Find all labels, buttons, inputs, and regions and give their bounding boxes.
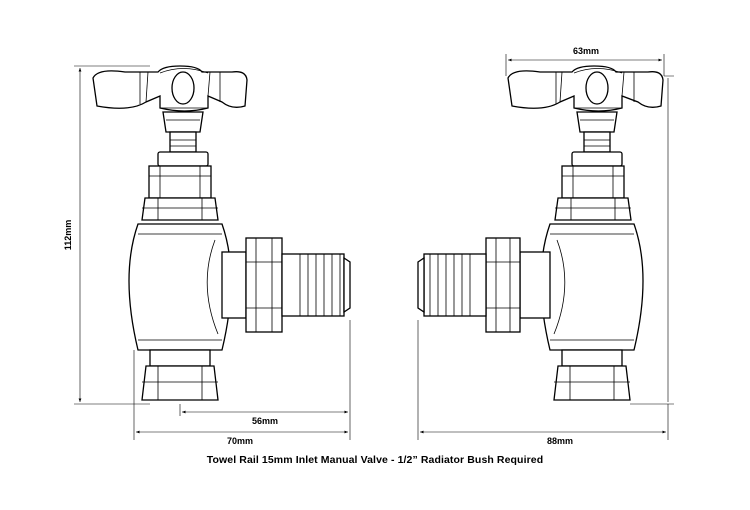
dimension-right-total-width: 88mm: [417, 320, 669, 446]
label-left-inner-width: 56mm: [252, 416, 278, 426]
label-right-total-width: 88mm: [547, 436, 573, 446]
left-valve-handle: [92, 65, 248, 112]
dimension-left-total-width: 70mm: [133, 350, 348, 446]
dimension-left-inner-width: 56mm: [179, 320, 351, 440]
right-valve-handle: [507, 65, 664, 112]
dimension-right-height-extension: [630, 75, 674, 405]
label-right-top-width: 63mm: [573, 46, 599, 56]
label-left-total-width: 70mm: [227, 436, 253, 446]
dimension-right-top-width: 63mm: [505, 46, 665, 76]
label-left-height: 112mm: [63, 220, 73, 251]
dimension-left-height: 112mm: [63, 65, 150, 405]
left-valve: [92, 65, 351, 401]
drawing-caption: Towel Rail 15mm Inlet Manual Valve - 1/2…: [206, 454, 544, 466]
right-valve: [417, 65, 664, 401]
